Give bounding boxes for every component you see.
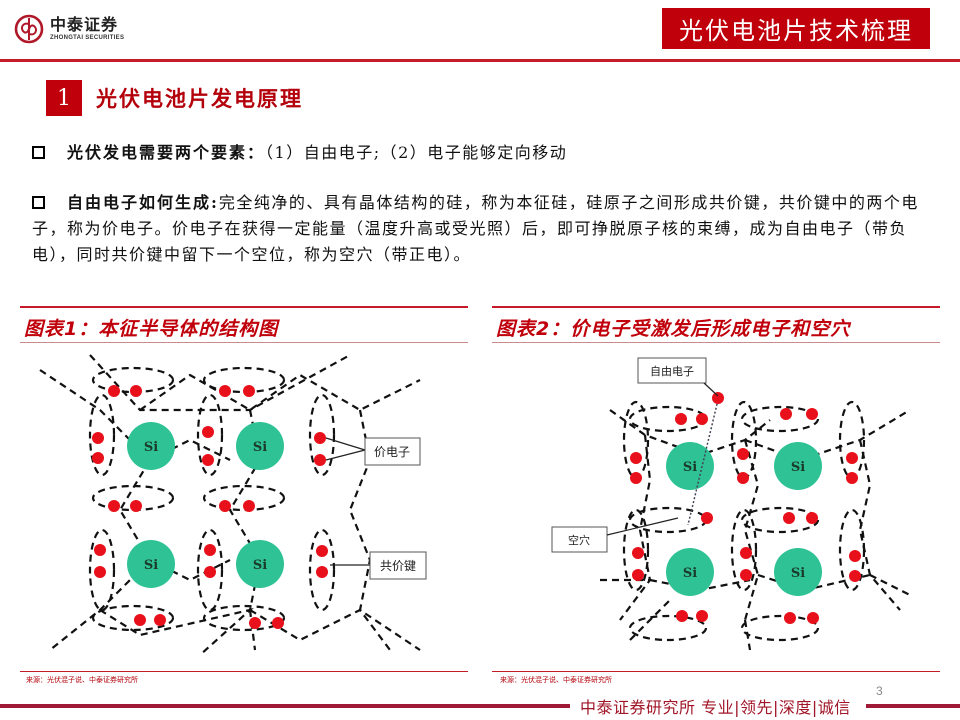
section-number: 1 bbox=[46, 80, 82, 116]
intrinsic-semiconductor-diagram: Si Si Si Si 价电子 共价键 bbox=[39, 354, 427, 656]
logo-english-name: ZHONGTAI SECURITIES bbox=[50, 35, 125, 41]
svg-text:Si: Si bbox=[791, 566, 805, 581]
square-bullet-icon bbox=[32, 196, 45, 209]
footer-slogan: 中泰证券研究所 专业|领先|深度|诚信 bbox=[580, 698, 851, 717]
zhongtai-logo-icon bbox=[14, 14, 44, 44]
svg-text:Si: Si bbox=[683, 566, 697, 581]
svg-text:Si: Si bbox=[144, 558, 158, 573]
figure-top-rule bbox=[20, 306, 468, 308]
figure-2-source: 来源：光伏混子说、中泰证券研究所 bbox=[500, 676, 612, 684]
figure-bottom-rule bbox=[492, 342, 940, 343]
figure-bottom-rule bbox=[20, 342, 468, 343]
bullet-text: （1）自由电子;（2）电子能够定向移动 bbox=[265, 143, 568, 162]
bullet-text: 完全纯净的、具有晶体结构的硅，称为本征硅，硅原子之间形成共价键，共价键中的两个电… bbox=[32, 193, 919, 264]
header: 中泰证券 ZHONGTAI SECURITIES 光伏电池片技术梳理 bbox=[0, 0, 960, 62]
electron-hole-diagram: Si Si Si Si 自由电子 空穴 bbox=[551, 357, 911, 651]
svg-text:Si: Si bbox=[791, 460, 805, 475]
bullet-heading: 自由电子如何生成: bbox=[67, 193, 219, 212]
section-title: 光伏电池片发电原理 bbox=[96, 86, 303, 111]
page-number: 3 bbox=[876, 684, 883, 698]
svg-text:Si: Si bbox=[144, 440, 158, 455]
bullet-two-elements: 光伏发电需要两个要素：（1）自由电子;（2）电子能够定向移动 bbox=[32, 140, 567, 166]
square-bullet-icon bbox=[32, 146, 45, 159]
callout-valence-electron: 价电子 bbox=[374, 445, 410, 459]
report-title: 光伏电池片技术梳理 bbox=[662, 8, 930, 49]
svg-text:Si: Si bbox=[253, 558, 267, 573]
callout-free-electron: 自由电子 bbox=[650, 364, 694, 378]
company-logo: 中泰证券 ZHONGTAI SECURITIES bbox=[14, 14, 124, 44]
svg-text:Si: Si bbox=[683, 460, 697, 475]
figure-2-title: 图表2：价电子受激发后形成电子和空穴 bbox=[496, 318, 851, 340]
figure-2-source-rule bbox=[492, 671, 940, 672]
figure-top-rule bbox=[492, 306, 940, 308]
figure-2-header: 图表2：价电子受激发后形成电子和空穴 bbox=[492, 306, 940, 343]
bullet-heading: 光伏发电需要两个要素： bbox=[67, 143, 266, 162]
bullet-free-electron: 自由电子如何生成:完全纯净的、具有晶体结构的硅，称为本征硅，硅原子之间形成共价键… bbox=[32, 190, 932, 268]
logo-chinese-name: 中泰证券 bbox=[50, 15, 119, 34]
svg-text:Si: Si bbox=[253, 440, 267, 455]
figure-1-header: 图表1：本征半导体的结构图 bbox=[20, 306, 468, 343]
figure-1-title: 图表1：本征半导体的结构图 bbox=[24, 318, 279, 340]
figure-1-source-rule bbox=[20, 671, 468, 672]
footer-rule-right bbox=[866, 704, 960, 708]
figure-1-source: 来源：光伏混子说、中泰证券研究所 bbox=[26, 676, 138, 684]
footer-rule-left bbox=[0, 704, 570, 708]
header-divider bbox=[0, 59, 960, 62]
section-heading: 1 光伏电池片发电原理 bbox=[46, 80, 303, 116]
callout-covalent-bond: 共价键 bbox=[380, 559, 416, 573]
callout-hole: 空穴 bbox=[568, 533, 590, 547]
